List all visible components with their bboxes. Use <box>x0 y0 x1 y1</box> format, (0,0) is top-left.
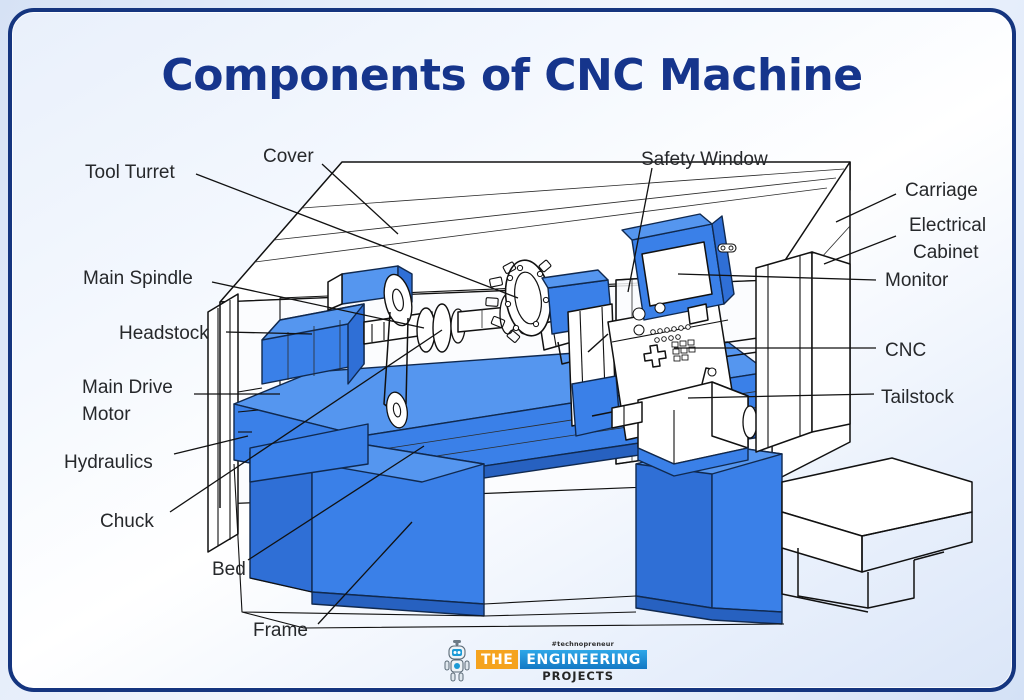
electrical-cabinet <box>755 251 851 453</box>
robot-mascot-icon <box>444 640 470 682</box>
hydraulics-unit <box>237 387 263 433</box>
logo-wordmark: #technopreneur THE ENGINEERING PROJECTS <box>476 640 647 683</box>
logo-word-the: THE <box>476 650 519 669</box>
label-carriage: Carriage <box>905 180 978 201</box>
label-main-drive-motor-line2: Motor <box>82 404 131 425</box>
label-frame: Frame <box>253 620 308 641</box>
label-bed: Bed <box>212 559 246 580</box>
label-chuck: Chuck <box>100 511 154 532</box>
site-logo[interactable]: #technopreneur THE ENGINEERING PROJECTS <box>444 636 647 683</box>
logo-word-engineering: ENGINEERING <box>520 650 647 669</box>
label-monitor: Monitor <box>885 270 949 291</box>
label-tool-turret: Tool Turret <box>85 162 175 183</box>
machine-floor-lines <box>233 463 785 629</box>
label-headstock: Headstock <box>119 323 209 344</box>
label-safety-window: Safety Window <box>641 149 768 170</box>
label-main-spindle: Main Spindle <box>83 268 193 289</box>
label-cover: Cover <box>263 146 314 167</box>
label-electrical-cabinet: Electrical <box>909 215 986 236</box>
page-title: Components of CNC Machine <box>161 50 863 101</box>
left-pedestal-frame <box>249 423 485 617</box>
cnc-machine-illustration: Cover Safety Window Tool Turret Main Spi… <box>64 146 986 641</box>
right-pedestal <box>635 443 783 625</box>
content-frame: Components of CNC Machine <box>8 8 1016 692</box>
label-cnc: CNC <box>885 340 926 361</box>
label-electrical-cabinet-line2: Cabinet <box>913 242 979 263</box>
logo-word-projects: PROJECTS <box>542 669 614 683</box>
leader-lines <box>169 163 897 625</box>
label-main-drive-motor: Main Drive <box>82 377 173 398</box>
label-tailstock: Tailstock <box>881 387 954 408</box>
label-hydraulics: Hydraulics <box>64 452 153 473</box>
headstock-assembly <box>261 265 433 429</box>
tailstock <box>611 367 758 477</box>
logo-tagline: #technopreneur <box>551 640 614 648</box>
chip-conveyor <box>781 457 973 613</box>
